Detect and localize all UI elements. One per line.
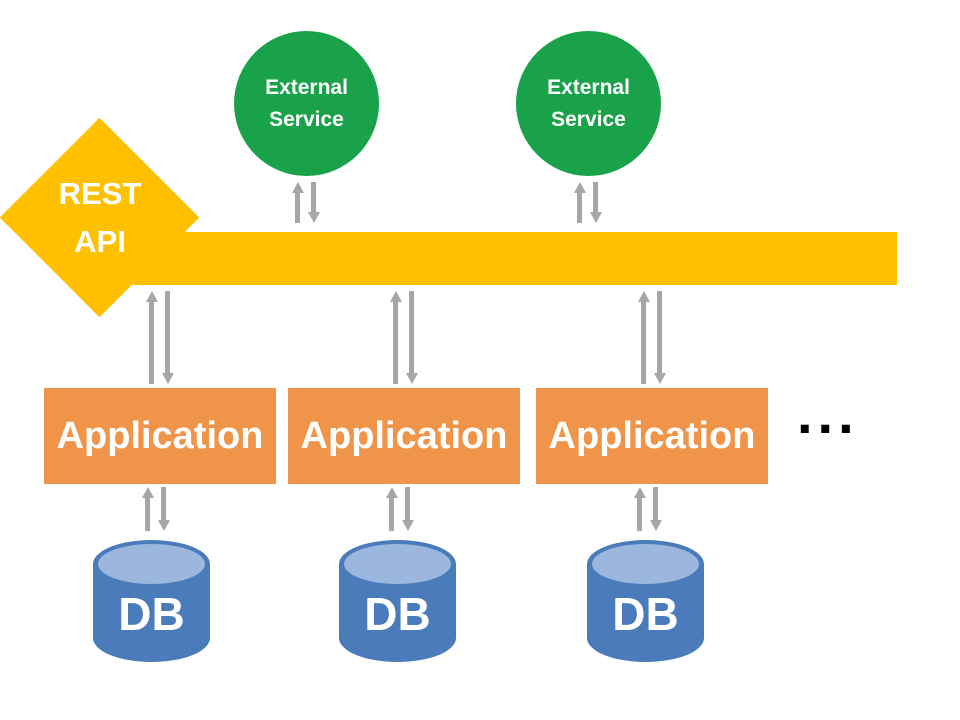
more-applications-ellipsis: ... bbox=[797, 382, 859, 445]
external-service-node: External Service bbox=[234, 31, 379, 176]
arrow-down-icon bbox=[589, 182, 602, 223]
arrow-down-icon bbox=[161, 291, 174, 384]
arrow-up-icon bbox=[573, 182, 586, 223]
database-cylinder-top-icon bbox=[98, 544, 205, 584]
arrow-up-icon bbox=[389, 291, 402, 384]
application-node: Application bbox=[288, 388, 520, 484]
arrows-bus-app1 bbox=[145, 291, 174, 384]
external-service-node: External Service bbox=[516, 31, 661, 176]
message-bus-bar bbox=[115, 232, 897, 285]
arrow-down-icon bbox=[649, 487, 662, 531]
arrow-up-icon bbox=[145, 291, 158, 384]
application-node: Application bbox=[536, 388, 768, 484]
arrows-service2-bus bbox=[573, 182, 602, 223]
arrow-down-icon bbox=[405, 291, 418, 384]
external-service-label-line2: Service bbox=[269, 107, 344, 131]
rest-api-node: REST API bbox=[0, 117, 200, 318]
database-node: DB bbox=[93, 540, 210, 662]
arrow-down-icon bbox=[157, 487, 170, 531]
application-label: Application bbox=[56, 414, 264, 457]
arrow-up-icon bbox=[637, 291, 650, 384]
external-service-label-line1: External bbox=[547, 76, 630, 99]
database-label: DB bbox=[118, 588, 185, 640]
external-service-label-line1: External bbox=[265, 76, 348, 99]
arrow-up-icon bbox=[385, 487, 398, 531]
arrow-down-icon bbox=[653, 291, 666, 384]
external-service-label-line2: Service bbox=[551, 107, 626, 131]
database-node: DB bbox=[587, 540, 704, 662]
database-label: DB bbox=[364, 588, 431, 640]
arrows-bus-app3 bbox=[637, 291, 666, 384]
rest-api-label-line2: API bbox=[74, 224, 126, 259]
rest-api-label-line1: REST bbox=[58, 175, 142, 211]
database-cylinder-top-icon bbox=[344, 544, 451, 584]
application-label: Application bbox=[548, 414, 756, 457]
arrow-down-icon bbox=[401, 487, 414, 531]
arrows-app1-db1 bbox=[141, 487, 170, 531]
arrows-bus-app2 bbox=[389, 291, 418, 384]
arrow-up-icon bbox=[291, 182, 304, 223]
arrows-app3-db3 bbox=[633, 487, 662, 531]
arrows-service1-bus bbox=[291, 182, 320, 223]
arrow-down-icon bbox=[307, 182, 320, 223]
rest-api-label: REST API bbox=[0, 118, 200, 318]
database-label: DB bbox=[612, 588, 679, 640]
arrow-up-icon bbox=[633, 487, 646, 531]
application-label: Application bbox=[300, 414, 508, 457]
database-cylinder-top-icon bbox=[592, 544, 699, 584]
database-node: DB bbox=[339, 540, 456, 662]
application-node: Application bbox=[44, 388, 276, 484]
arrow-up-icon bbox=[141, 487, 154, 531]
arrows-app2-db2 bbox=[385, 487, 414, 531]
